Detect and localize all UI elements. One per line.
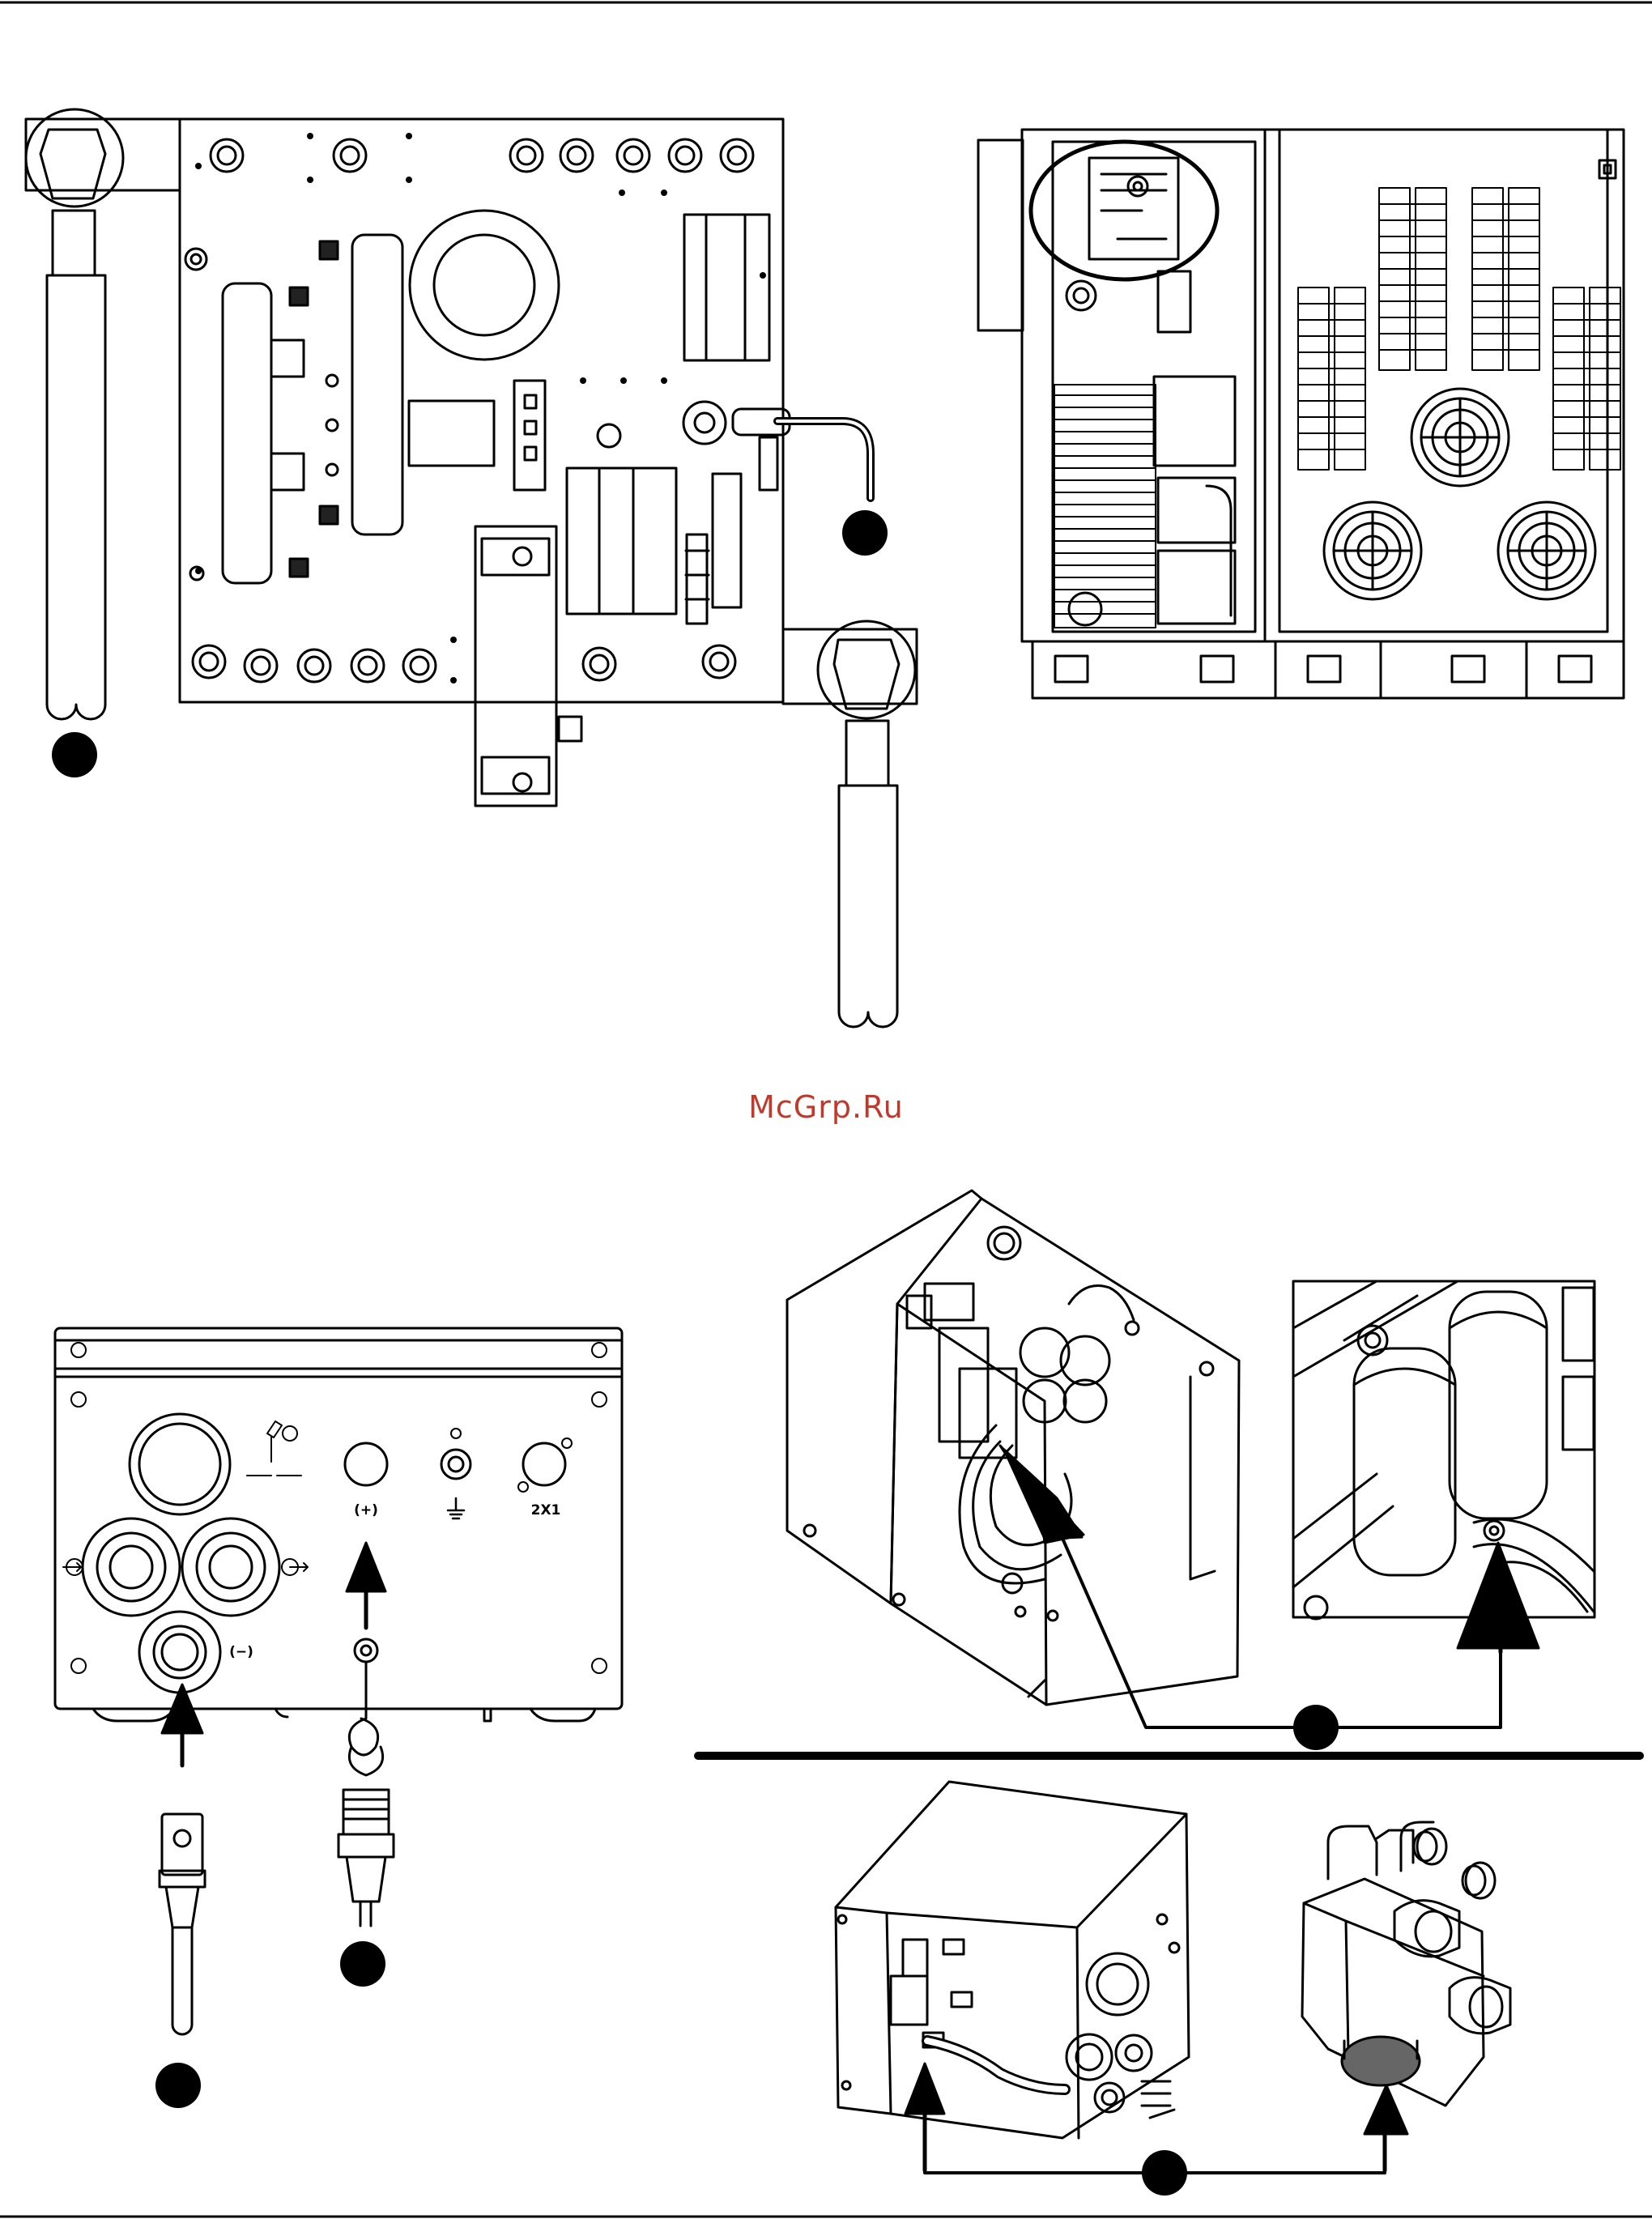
fan-icon — [1411, 389, 1509, 486]
lower-bracket — [475, 526, 556, 806]
figure-valve-block — [1302, 1822, 1510, 2106]
main-connector-socket — [130, 1414, 230, 1514]
toroid-outer — [410, 211, 559, 360]
figure-feeder-closed — [836, 1782, 1189, 2138]
gas-out-icon — [282, 1559, 308, 1575]
minus-socket — [139, 1612, 220, 1693]
minus-cable — [172, 1927, 192, 2034]
ground-terminal — [441, 1450, 470, 1479]
heatsink-fins — [1054, 385, 1156, 628]
capacitor-right — [1450, 1292, 1547, 1518]
callout-dot — [842, 510, 888, 556]
plus-cable-gland — [343, 1790, 389, 1834]
fan-icon — [1498, 502, 1595, 599]
screw-row-bottom — [193, 645, 735, 682]
figure-front-panel: (+) 2X1 (−) — [55, 1328, 622, 2108]
heatsink-bar-left — [223, 283, 271, 583]
watermark: McGrp.Ru — [0, 1089, 1652, 1125]
ground-icon — [448, 1498, 464, 1518]
minus-cable-lug — [162, 1814, 202, 1875]
figure-cabinet — [978, 130, 1624, 698]
plus-socket-label: (+) — [354, 1502, 378, 1518]
valve-hex-nut — [1342, 2037, 1420, 2085]
plus-cable-knot — [349, 1662, 382, 1775]
heatsink-bar-right — [352, 235, 402, 535]
toroid-inner — [434, 235, 534, 335]
plus-socket — [345, 1443, 387, 1485]
board-dots — [195, 133, 766, 684]
minus-socket-label: (−) — [229, 1644, 253, 1660]
connector-2x1-label: 2X1 — [531, 1502, 561, 1518]
capacitor-left — [1354, 1348, 1455, 1575]
callout-dot — [155, 2063, 201, 2108]
torch-icon — [247, 1421, 301, 1476]
fan-icon — [1324, 502, 1421, 599]
figure-pcb-board — [26, 109, 917, 1027]
screw-row-top — [211, 139, 753, 172]
callout-dot — [340, 1941, 385, 1987]
callout-dot — [1142, 2150, 1187, 2196]
connector-2x1 — [523, 1443, 565, 1485]
feeder-housing — [787, 1190, 1239, 1705]
chip — [409, 401, 494, 466]
figure-zoom-inset — [1293, 1281, 1595, 1619]
gas-in-icon — [63, 1559, 83, 1575]
ring-terminal — [683, 402, 726, 444]
callout-dot — [52, 732, 97, 777]
component-block-left — [567, 468, 676, 614]
callout-dot — [1293, 1705, 1339, 1750]
figure-feeder-open — [787, 1190, 1239, 1705]
plus-ring-terminal — [355, 1639, 377, 1662]
cabinet-base — [1032, 641, 1624, 698]
left-cable — [47, 275, 105, 719]
right-cable — [839, 786, 897, 1027]
capacitor-block — [684, 215, 769, 360]
callout-leader — [1061, 1535, 1501, 1727]
